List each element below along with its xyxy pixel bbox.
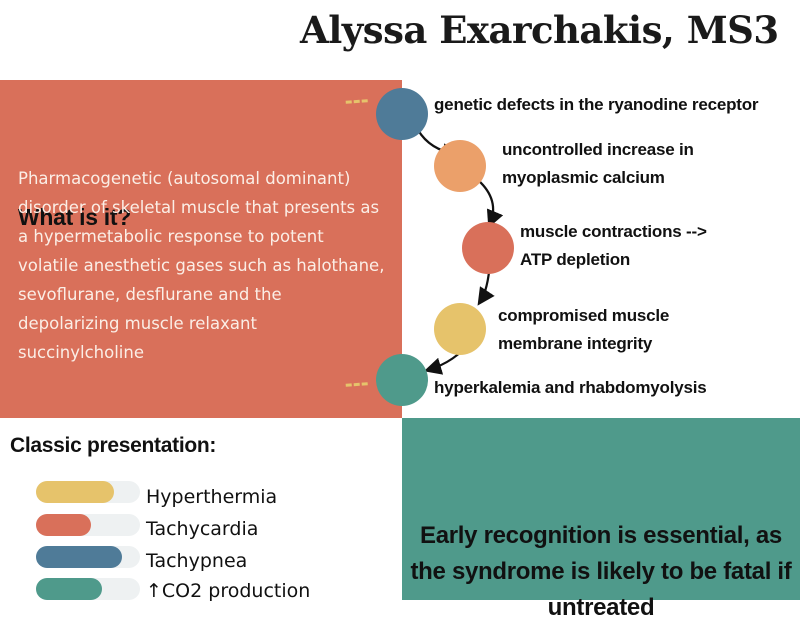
presentation-bar-fill bbox=[36, 578, 102, 600]
what-is-it-panel: What is it? Pharmacogenetic (autosomal d… bbox=[0, 80, 402, 418]
presentation-bar-fill bbox=[36, 514, 92, 536]
decorative-dash bbox=[345, 99, 369, 112]
flow-node-4 bbox=[434, 303, 486, 355]
presentation-bar bbox=[36, 578, 140, 600]
presentation-bar-fill bbox=[36, 546, 123, 568]
flow-node-1 bbox=[376, 88, 428, 140]
flow-step-label: compromised muscle membrane integrity bbox=[498, 306, 670, 353]
presentation-bar bbox=[36, 546, 140, 568]
flow-node-5 bbox=[376, 354, 428, 406]
flow-step-label: muscle contractions --> ATP depletion bbox=[520, 222, 707, 269]
flow-node-3 bbox=[462, 222, 514, 274]
presentation-bar-fill bbox=[36, 481, 114, 503]
presentation-label: ↑CO2 production bbox=[146, 580, 311, 602]
flow-step-label: hyperkalemia and rhabdomyolysis bbox=[434, 378, 707, 397]
classic-presentation-heading: Classic presentation: bbox=[10, 434, 217, 457]
presentation-label: Hyperthermia bbox=[146, 486, 278, 508]
presentation-label: Tachycardia bbox=[146, 518, 259, 540]
flow-step-label: genetic defects in the ryanodine recepto… bbox=[434, 95, 759, 114]
presentation-bar bbox=[36, 481, 140, 503]
flow-step-label: uncontrolled increase in myoplasmic calc… bbox=[502, 140, 694, 187]
flow-node-2 bbox=[434, 140, 486, 192]
what-is-it-body: Pharmacogenetic (autosomal dominant) dis… bbox=[18, 169, 385, 362]
what-is-it-heading: What is it? bbox=[18, 204, 131, 230]
early-recognition-text: Early recognition is essential, as the s… bbox=[410, 522, 792, 621]
presentation-bar bbox=[36, 514, 140, 536]
decorative-dash bbox=[345, 382, 369, 395]
presentation-label: Tachypnea bbox=[146, 550, 248, 572]
page-title: Alyssa Exarchakis, MS3 bbox=[300, 8, 779, 52]
early-recognition-panel: Early recognition is essential, as the s… bbox=[402, 418, 800, 621]
flow-arrow bbox=[477, 179, 504, 229]
